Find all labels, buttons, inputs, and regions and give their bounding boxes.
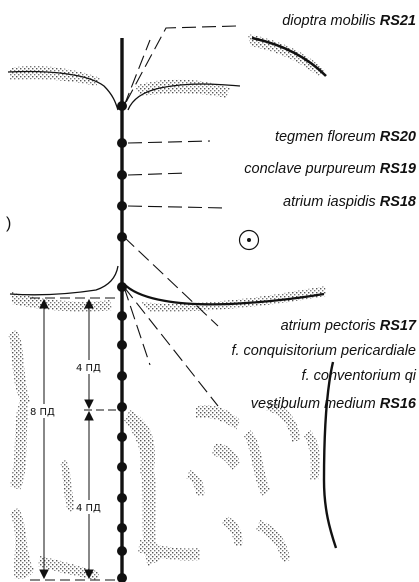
label-atrium-iaspidis: atrium iaspidis RS18 — [283, 194, 417, 210]
acupoint-d — [117, 432, 127, 442]
label-vestibulum: vestibulum medium RS16 — [251, 396, 417, 412]
acupoint-h — [117, 546, 127, 556]
acupoint-a — [117, 311, 127, 321]
acupoint-rs19 — [117, 170, 127, 180]
acupoint-upper-18b — [117, 232, 127, 242]
acupoint-e — [117, 462, 127, 472]
stipple-shading — [8, 34, 326, 580]
acupoint-f — [117, 493, 127, 503]
measure-upper-4: 4 ПД — [76, 363, 101, 374]
label-tegmen: tegmen floreum RS20 — [275, 129, 416, 145]
measure-lower-4: 4 ПД — [76, 503, 101, 514]
acupoint-i — [117, 573, 127, 582]
label-f-conquisitorium: f. conquisitorium pericardiale — [231, 343, 416, 359]
measure-total-8: 8 ПД — [30, 407, 55, 418]
left-bracket: ) — [6, 215, 11, 232]
acupoint-rs16 — [117, 402, 127, 412]
label-dioptra: dioptra mobilis RS21 — [282, 13, 416, 29]
label-atrium-pectoris: atrium pectoris RS17 — [281, 318, 417, 334]
acupoint-c — [117, 371, 127, 381]
acupoint-g — [117, 523, 127, 533]
label-conclave: conclave purpureum RS19 — [244, 161, 416, 177]
navel-dot — [247, 238, 251, 242]
acupoint-b — [117, 340, 127, 350]
measurement-lines — [30, 298, 120, 580]
acupoint-rs18 — [117, 201, 127, 211]
label-f-conventorium: f. conventorium qi — [302, 368, 417, 384]
acupoint-rs20 — [117, 138, 127, 148]
